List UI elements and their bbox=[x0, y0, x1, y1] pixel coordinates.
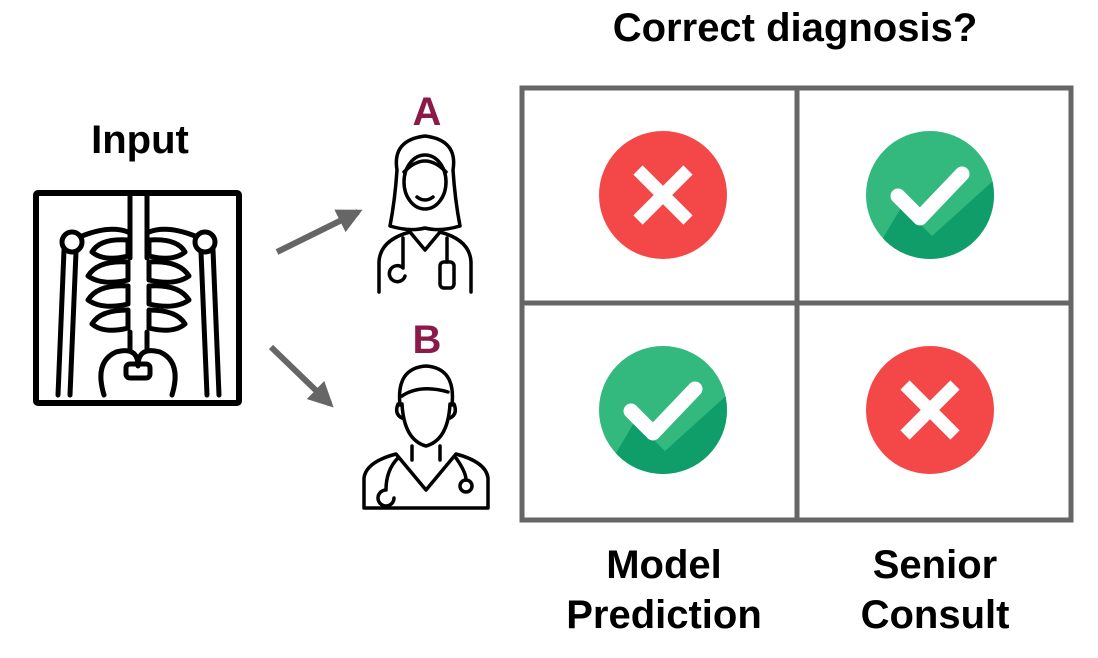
column-label-line: Model bbox=[606, 543, 722, 587]
male-doctor-icon bbox=[362, 364, 490, 510]
arrow-to-doctor-a bbox=[275, 209, 363, 255]
arrow-to-doctor-b bbox=[268, 344, 334, 408]
female-doctor-icon bbox=[377, 134, 473, 294]
column-label-line: Consult bbox=[860, 593, 1010, 637]
cross-icon bbox=[599, 131, 727, 259]
chest-xray-icon bbox=[33, 190, 242, 406]
doctor-a-label: A bbox=[412, 90, 442, 134]
column-label-senior-consult: Senior Consult bbox=[800, 540, 1070, 640]
check-icon bbox=[599, 346, 727, 474]
input-label: Input bbox=[91, 118, 189, 162]
doctor-b-label: B bbox=[412, 318, 442, 362]
column-label-model-prediction: Model Prediction bbox=[530, 540, 798, 640]
title: Correct diagnosis? bbox=[612, 6, 978, 50]
check-icon bbox=[866, 131, 994, 259]
column-label-line: Prediction bbox=[566, 593, 762, 637]
result-grid bbox=[519, 85, 1074, 523]
column-label-line: Senior bbox=[872, 543, 998, 587]
cross-icon bbox=[866, 346, 994, 474]
